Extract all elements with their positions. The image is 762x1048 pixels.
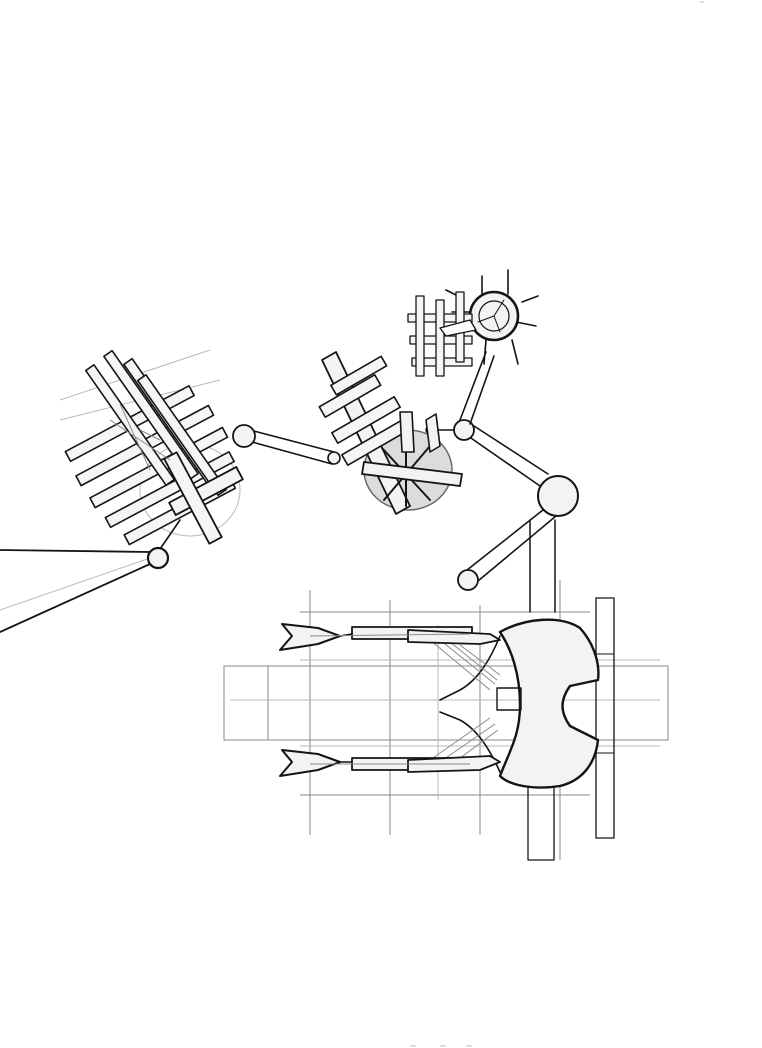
hull-neck bbox=[439, 635, 501, 773]
tether-joint bbox=[146, 546, 170, 570]
nacelle-upper bbox=[279, 623, 501, 651]
arm-base-joint bbox=[457, 569, 479, 591]
neck-hatching bbox=[429, 639, 501, 765]
platform-construction-lines bbox=[223, 580, 669, 860]
tether bbox=[0, 519, 181, 633]
center-left-link bbox=[232, 424, 341, 465]
edge-marks bbox=[410, 1, 704, 1047]
ship-platform bbox=[223, 519, 669, 861]
nacelle-lower bbox=[279, 749, 501, 777]
link-joint bbox=[232, 424, 256, 448]
arm-elbow-joint bbox=[537, 475, 579, 517]
center-star-module bbox=[318, 351, 463, 515]
arm-segment-wrist bbox=[459, 351, 495, 425]
hull-head bbox=[498, 618, 600, 789]
rear-crossbars bbox=[527, 597, 615, 861]
wrist-hub bbox=[445, 269, 539, 365]
robotic-arm bbox=[407, 269, 579, 591]
hull-center-panel bbox=[496, 687, 522, 711]
arm-segment-upper bbox=[467, 425, 549, 487]
left-lattice-module bbox=[59, 349, 244, 546]
wrist-grid bbox=[407, 291, 477, 377]
upper-strut bbox=[529, 519, 556, 613]
arm-segment-base bbox=[461, 505, 557, 587]
